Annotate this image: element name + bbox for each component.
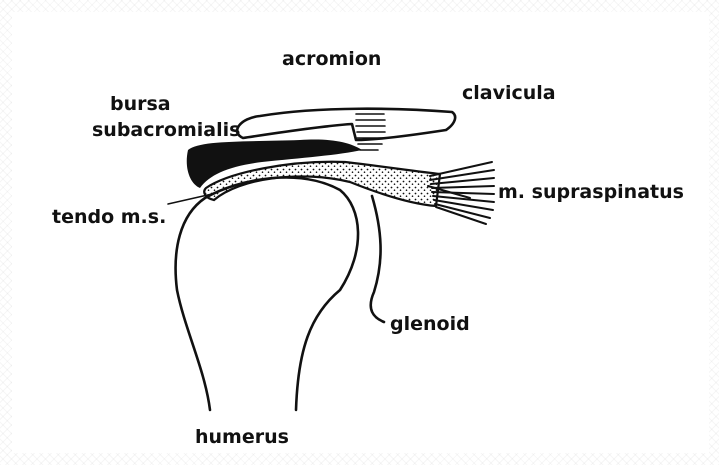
label-clavicula: clavicula — [462, 82, 556, 104]
label-humerus: humerus — [195, 426, 289, 448]
label-acromion: acromion — [282, 48, 381, 70]
label-m-supraspinatus: m. supraspinatus — [498, 181, 684, 203]
supraspinatus-muscle-fibers — [428, 162, 494, 224]
label-glenoid: glenoid — [390, 313, 470, 335]
glenoid-outline — [371, 196, 384, 322]
humerus-outline — [176, 178, 358, 410]
label-subacromialis: subacromialis — [92, 119, 240, 141]
acromion-outline — [237, 109, 455, 140]
clavicula-joint — [356, 114, 385, 150]
label-bursa: bursa — [110, 93, 171, 115]
label-tendo-ms: tendo m.s. — [52, 206, 166, 228]
